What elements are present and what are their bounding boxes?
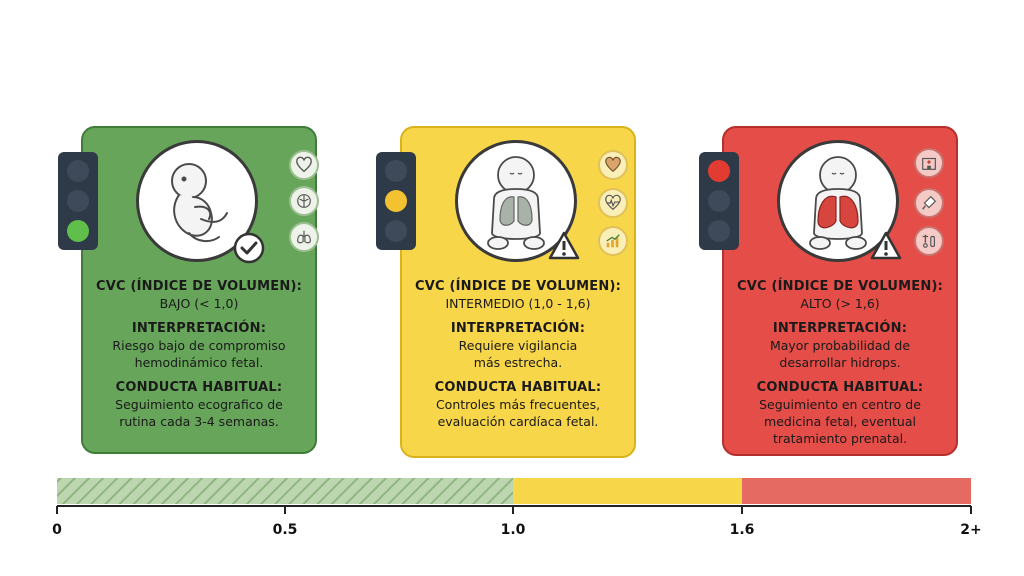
scale-segment-1: [513, 478, 742, 504]
conducta-line: evaluación cardíaca fetal.: [437, 414, 599, 429]
traffic-lamp-yellow: [67, 190, 89, 212]
interp-line: desarrollar hidrops.: [779, 355, 901, 370]
interp-title: INTERPRETACIÓN:: [131, 321, 267, 336]
conducta-line: medicina fetal, eventual: [764, 414, 916, 429]
lungs-icon: [289, 222, 319, 252]
card-intermedio: CVC (ÍNDICE DE VOLUMEN): INTERMEDIO (1,0…: [400, 126, 636, 458]
traffic-light-green: [58, 152, 98, 250]
scale-tick-label: 0.5: [273, 522, 298, 538]
conducta-line: rutina cada 3-4 semanas.: [119, 414, 279, 429]
scale-segment-2: [742, 478, 971, 504]
conducta-line: Seguimiento ecografico de: [115, 397, 283, 412]
check-icon: [233, 232, 265, 264]
interp-title: INTERPRETACIÓN:: [450, 321, 586, 336]
traffic-lamp-red: [385, 160, 407, 182]
traffic-lamp-yellow: [708, 190, 730, 212]
hospital-icon: [914, 148, 944, 178]
traffic-lamp-red-lit: [708, 160, 730, 182]
scale-tick-label: 0: [52, 522, 62, 538]
cvc-title: CVC (ÍNDICE DE VOLUMEN):: [737, 279, 943, 294]
heart-icon: [598, 150, 628, 180]
heartbeat-icon: [598, 188, 628, 218]
traffic-lamp-green: [708, 220, 730, 242]
warning-icon: [870, 230, 902, 262]
scale-tick-label: 1.6: [730, 522, 755, 538]
conducta-title: CONDUCTA HABITUAL:: [434, 380, 602, 395]
baby-lungs-illustration: [777, 140, 899, 262]
medical-tools-icon: [914, 226, 944, 256]
chart-up-icon: [598, 226, 628, 256]
card-bajo: CVC (ÍNDICE DE VOLUMEN): BAJO (< 1,0) IN…: [81, 126, 319, 454]
warning-icon: [548, 230, 580, 262]
scale-tick-label: 2+: [960, 522, 981, 538]
scale-segment-0: [57, 478, 513, 504]
card-alto-text: CVC (ÍNDICE DE VOLUMEN): ALTO (> 1,6) IN…: [724, 278, 956, 447]
conducta-title: CONDUCTA HABITUAL:: [756, 380, 924, 395]
conducta-title: CONDUCTA HABITUAL:: [115, 380, 283, 395]
card-bajo-text: CVC (ÍNDICE DE VOLUMEN): BAJO (< 1,0) IN…: [83, 278, 315, 430]
brain-icon: [289, 186, 319, 216]
card-alto: CVC (ÍNDICE DE VOLUMEN): ALTO (> 1,6) IN…: [722, 126, 958, 456]
traffic-light-red: [699, 152, 739, 250]
scale-tick-label: 1.0: [501, 522, 526, 538]
conducta-line: tratamiento prenatal.: [772, 431, 908, 446]
interp-line: Mayor probabilidad de: [769, 338, 911, 353]
conducta-line: Controles más frecuentes,: [435, 397, 601, 412]
baby-lungs-illustration: [455, 140, 577, 262]
cvc-title: CVC (ÍNDICE DE VOLUMEN):: [415, 279, 621, 294]
heart-icon: [289, 150, 319, 180]
cvc-title: CVC (ÍNDICE DE VOLUMEN):: [96, 279, 302, 294]
fetus-illustration: [136, 140, 258, 262]
cvc-value: BAJO (< 1,0): [159, 296, 239, 311]
cvc-value: INTERMEDIO (1,0 - 1,6): [445, 296, 591, 311]
traffic-lamp-yellow-lit: [385, 190, 407, 212]
interp-title: INTERPRETACIÓN:: [772, 321, 908, 336]
traffic-lamp-red: [67, 160, 89, 182]
interp-line: hemodinámico fetal.: [134, 355, 264, 370]
traffic-lamp-green: [385, 220, 407, 242]
traffic-lamp-green-lit: [67, 220, 89, 242]
card-intermedio-text: CVC (ÍNDICE DE VOLUMEN): INTERMEDIO (1,0…: [402, 278, 634, 430]
ultrasound-probe-icon: [914, 188, 944, 218]
interp-line: Requiere vigilancia: [458, 338, 578, 353]
conducta-line: Seguimiento en centro de: [759, 397, 921, 412]
interp-line: Riesgo bajo de compromiso: [112, 338, 286, 353]
traffic-light-yellow: [376, 152, 416, 250]
cvc-value: ALTO (> 1,6): [800, 296, 880, 311]
interp-line: más estrecha.: [473, 355, 563, 370]
